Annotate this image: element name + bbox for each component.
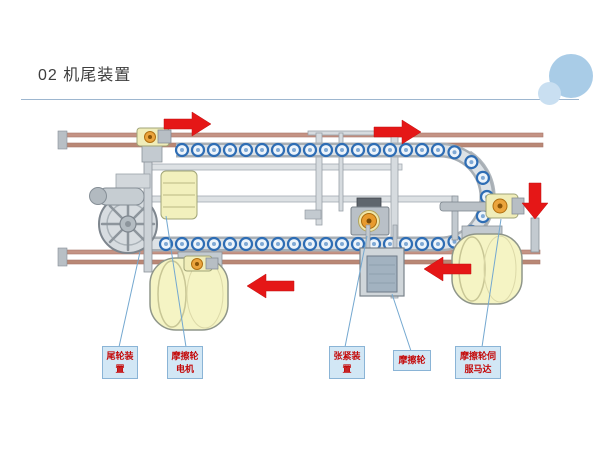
tensioning-device	[350, 197, 390, 236]
callout-friction-wheel-servo-motor: 摩擦轮伺服马达	[455, 346, 501, 380]
direction-arrow-left-bottom-left-icon	[246, 273, 295, 299]
callout-friction-wheel-motor: 摩擦轮电机	[167, 346, 203, 380]
callout-leader-lines	[118, 215, 502, 352]
direction-arrow-down-right-icon	[521, 182, 549, 220]
friction-wheel	[359, 224, 405, 297]
direction-arrows	[163, 111, 549, 299]
callout-friction-wheel: 摩擦轮	[393, 350, 431, 371]
direction-arrow-left-bottom-right-icon	[423, 256, 472, 282]
friction-wheel-motor	[89, 127, 198, 273]
title-divider	[21, 99, 579, 100]
decoration-circle-small-icon	[538, 82, 561, 105]
friction-wheel-servo-motor	[439, 193, 525, 219]
drive-wheel-left	[149, 251, 229, 331]
callout-tensioning-device: 张紧装置	[329, 346, 365, 380]
direction-arrow-right-top-right-icon	[373, 119, 422, 145]
callout-tail-wheel-device: 尾轮装置	[102, 346, 138, 380]
drive-wheel-right	[451, 195, 540, 305]
direction-arrow-right-top-left-icon	[163, 111, 212, 137]
trolley-clamp-left	[136, 127, 172, 163]
page-title: 02 机尾装置	[38, 67, 132, 84]
